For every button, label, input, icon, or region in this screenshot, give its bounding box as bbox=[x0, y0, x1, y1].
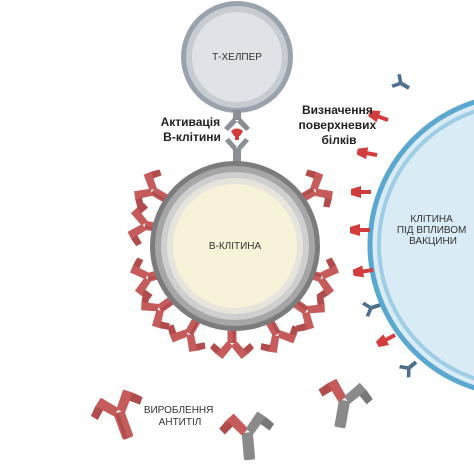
vaccine-cell: КЛІТИНА ПІД ВПЛИВОМ ВАКЦИНИ bbox=[350, 72, 474, 391]
antigen-red-2 bbox=[356, 145, 379, 161]
b-cell-label: В-КЛІТИНА bbox=[209, 241, 262, 252]
antibody-production-label-2: АНТИТІЛ bbox=[159, 417, 202, 428]
t-helper-receptor bbox=[224, 110, 250, 131]
svg-text:ВИРОБЛЕННЯ АНТИТІЛ: ВИРОБЛЕННЯ АНТИТІЛ bbox=[144, 405, 216, 428]
activation-label-2: В-клітини bbox=[163, 130, 221, 144]
svg-text:КЛІТИНА ПІД ВПЛИВОМ: КЛІТИНА ПІД ВПЛИВОМ ВАКЦИНИ bbox=[397, 214, 469, 247]
svg-text:Активація В-клітини: Активація В-клітини bbox=[161, 115, 224, 144]
surface-proteins-label-3: білків bbox=[321, 133, 356, 147]
free-antibodies bbox=[86, 375, 376, 463]
antigen-red-3 bbox=[351, 186, 371, 198]
presented-antigen bbox=[231, 128, 243, 140]
t-helper-cell: Т-ХЕЛПЕР bbox=[181, 1, 293, 131]
antigen-blue-1 bbox=[390, 72, 413, 95]
activation-label-1: Активація bbox=[161, 115, 221, 129]
b-cell: В-КЛІТИНА bbox=[125, 161, 343, 360]
t-helper-label: Т-ХЕЛПЕР bbox=[212, 52, 262, 63]
vaccine-cell-label-2: ПІД ВПЛИВОМ bbox=[397, 225, 467, 236]
surface-proteins-label-1: Визначення bbox=[302, 103, 373, 117]
antibody-free-2 bbox=[218, 410, 278, 463]
svg-text:Визначення поверхневих: Визначення поверхневих білків bbox=[298, 103, 379, 147]
b-cell-receptor bbox=[225, 138, 249, 162]
surface-proteins-label-2: поверхневих bbox=[298, 118, 376, 132]
antigen-blue-3 bbox=[397, 355, 422, 380]
antigen-red-4 bbox=[350, 224, 370, 236]
antibody-free-3 bbox=[312, 375, 376, 433]
vaccine-cell-label-1: КЛІТИНА bbox=[410, 214, 453, 225]
antibody-production-label-1: ВИРОБЛЕННЯ bbox=[144, 405, 214, 416]
antigen-red-6 bbox=[374, 329, 398, 350]
vaccine-cell-label-3: ВАКЦИНИ bbox=[409, 236, 457, 247]
